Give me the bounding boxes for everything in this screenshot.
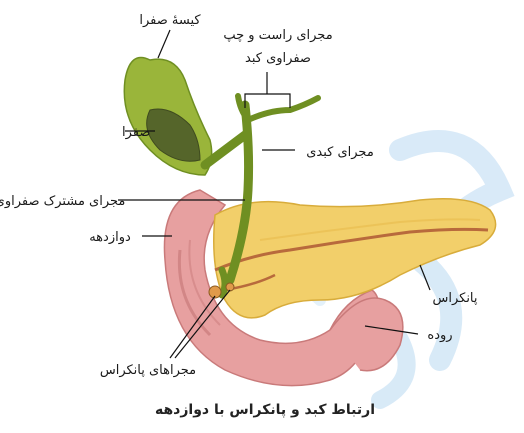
figure-caption: ارتباط کبد و پانکراس با دوازدهه <box>155 402 375 418</box>
hepatic-ducts-bracket <box>245 94 290 108</box>
pancreatic-ducts-label: مجراهای پانکراس <box>100 363 196 378</box>
hepatic-duct-label: مجرای کبدی <box>306 145 374 160</box>
gallbladder-leader <box>158 30 170 58</box>
minor-papilla-marker <box>226 283 234 291</box>
gallbladder-label: کیسهٔ صفرا <box>139 13 201 28</box>
hepatic-ducts-label-line2: صفراوی کبد <box>245 51 311 66</box>
common-bile-duct-label: مجرای مشترک صفراوی <box>0 194 125 209</box>
hepatic-ducts-label-line1: مجرای راست و چپ <box>223 28 332 43</box>
intestine-label: روده <box>427 328 452 343</box>
bile-label: صفرا <box>122 125 150 140</box>
gallbladder-shape <box>124 58 211 176</box>
pancreas-label: پانکراس <box>432 291 477 306</box>
duodenum-label: دوازدهه <box>89 230 131 245</box>
